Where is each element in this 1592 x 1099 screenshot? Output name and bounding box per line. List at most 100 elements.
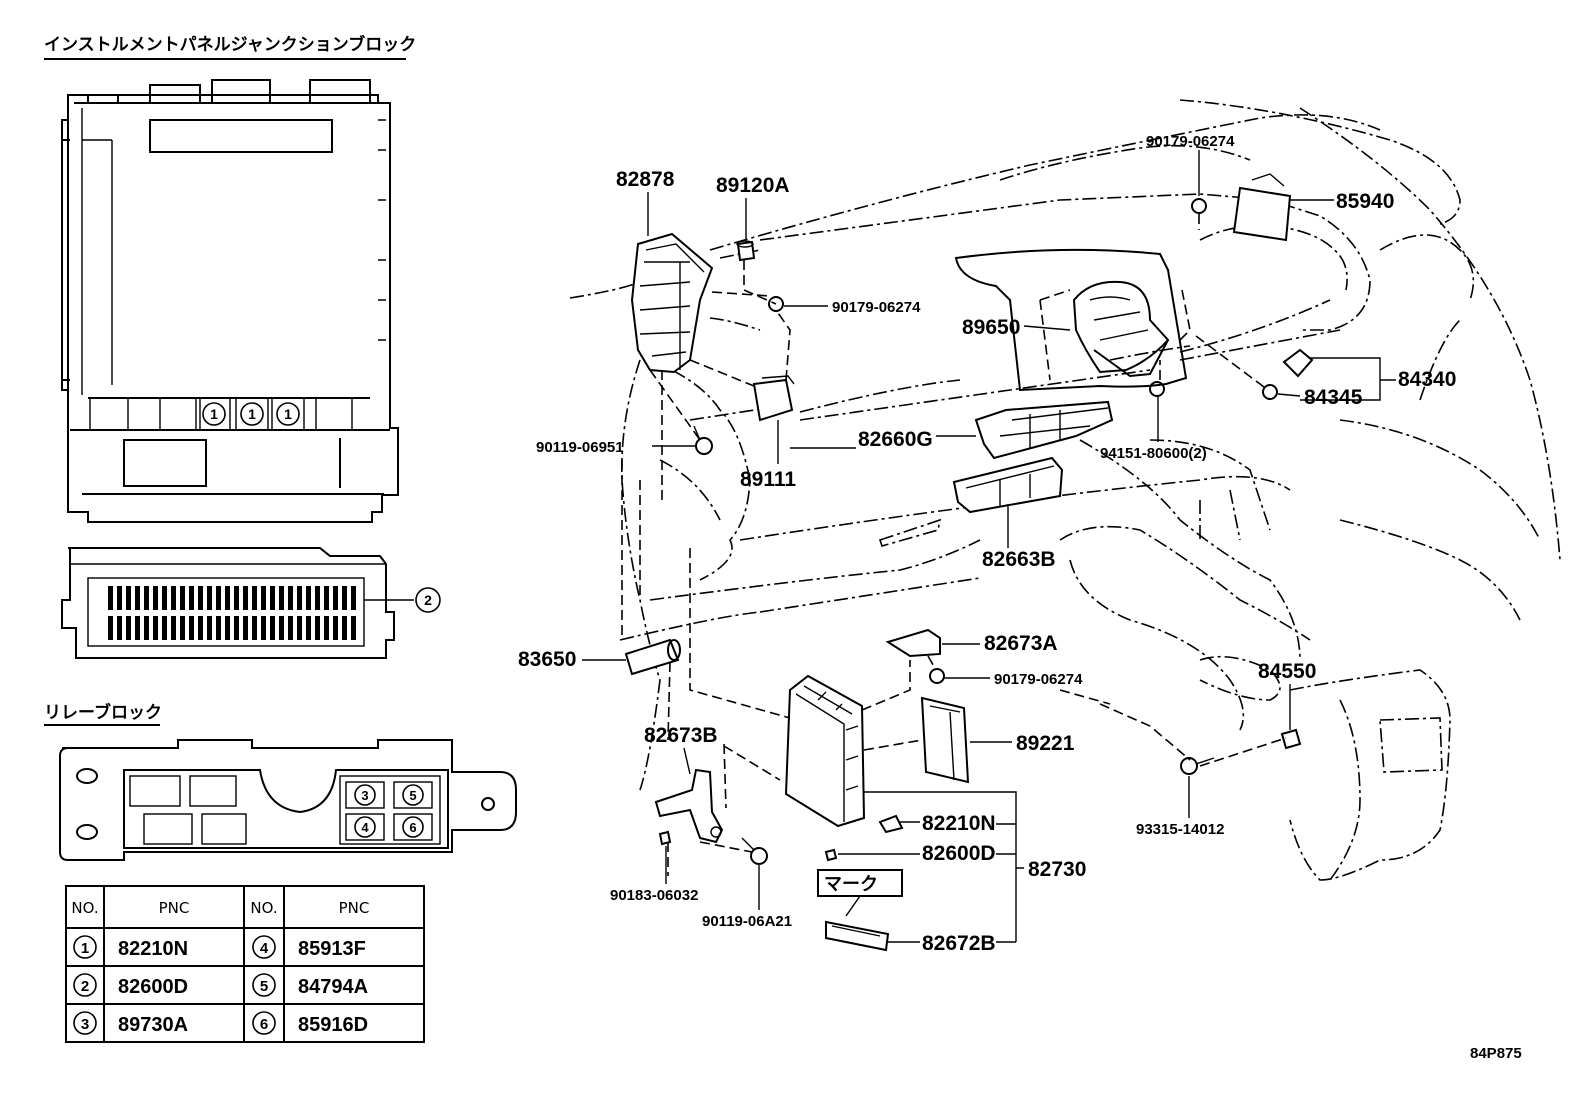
connector-pin [162, 616, 167, 640]
nut-94151 [1149, 381, 1165, 397]
figure-code: 84P875 [1470, 1045, 1522, 1062]
bracket-82878 [630, 232, 714, 374]
connector-pin [234, 586, 239, 610]
marker-2: 2 [424, 592, 432, 608]
connector-pin [315, 616, 320, 640]
marker-3: 3 [361, 788, 368, 803]
connector-pin [135, 616, 140, 640]
connector-pin [144, 616, 149, 640]
connector-pin [297, 586, 302, 610]
label-82210N: 82210N [922, 812, 996, 835]
connector-pin [297, 616, 302, 640]
connector-pin [243, 616, 248, 640]
connector-pin [225, 586, 230, 610]
assembly-lines [621, 214, 1287, 876]
marker-1c: 1 [284, 406, 292, 422]
connector-pin [351, 616, 356, 640]
label-82673A: 82673A [984, 632, 1058, 655]
table-header-no-left: NO. [71, 899, 98, 917]
label-mark: マーク [824, 874, 878, 895]
clip-89120A [736, 240, 756, 262]
relay-82210N [878, 814, 904, 834]
fuse-82600D [824, 848, 838, 862]
connector-pin [216, 586, 221, 610]
label-90179-low: 90179-06274 [994, 671, 1083, 688]
module-85940 [1232, 173, 1292, 242]
connector-pin [171, 586, 176, 610]
part-labels: 82878 89120A 90179-06274 85940 90179-062… [518, 133, 1522, 1062]
label-94151: 94151-80600(2) [1100, 445, 1207, 462]
junction-block-title: インストルメントパネルジャンクションブロック [44, 34, 416, 55]
connector-pin [306, 616, 311, 640]
connector-pin [342, 586, 347, 610]
label-82672B: 82672B [922, 932, 996, 955]
relay-block-drawing: 3 5 4 6 [59, 739, 517, 861]
table-row-1-no-right: 4 [260, 940, 269, 957]
connector-pin [207, 616, 212, 640]
display-panel [954, 248, 1188, 392]
table-row-2-no-left: 2 [81, 978, 89, 995]
connector-pin [243, 586, 248, 610]
table-row-3-pnc-right: 85916D [298, 1014, 368, 1036]
connector-pin [270, 586, 275, 610]
relay-block-title: リレーブロック [44, 702, 162, 723]
connector-pin [252, 616, 257, 640]
connector-pin [324, 616, 329, 640]
module-89221 [920, 696, 970, 784]
nut-90179-top [1191, 198, 1207, 214]
connector-pin [180, 586, 185, 610]
connector-pin [117, 616, 122, 640]
connector-pin [207, 586, 212, 610]
label-82730: 82730 [1028, 858, 1086, 881]
label-82600D: 82600D [922, 842, 996, 865]
label-90119-06951: 90119-06951 [536, 439, 624, 456]
connector-pin [126, 616, 131, 640]
connector-pin [144, 586, 149, 610]
label-83650: 83650 [518, 648, 576, 671]
label-89120A: 89120A [716, 174, 790, 197]
clip-82673A [885, 628, 941, 658]
table-row-3-no-left: 3 [81, 1016, 89, 1033]
label-90119-06A21: 90119-06A21 [702, 913, 792, 930]
label-82660G: 82660G [858, 428, 933, 451]
table-row-1-pnc-right: 85913F [298, 938, 366, 960]
table-row-1-no-left: 1 [81, 940, 89, 957]
connector-pin [153, 586, 158, 610]
label-84550: 84550 [1258, 660, 1316, 683]
label-82673B: 82673B [644, 724, 718, 747]
label-90179-mid: 90179-06274 [832, 299, 921, 316]
sensor-84340 [1262, 348, 1314, 400]
connector-pin [324, 586, 329, 610]
connector-pin [306, 586, 311, 610]
table-header-pnc-left: PNC [159, 899, 190, 917]
marker-6: 6 [409, 820, 416, 835]
connector-pin [108, 616, 113, 640]
table-header-pnc-right: PNC [339, 899, 370, 917]
connector-pin [351, 586, 356, 610]
connector-pin [234, 616, 239, 640]
ecu-82730 [784, 674, 866, 828]
module-89111 [752, 375, 795, 422]
label-89221: 89221 [1016, 732, 1075, 755]
marker-1a: 1 [210, 406, 218, 422]
pnc-table: NO. PNC NO. PNC 1 82210N 4 85913F 2 8260… [65, 885, 425, 1043]
connector-pin [108, 586, 113, 610]
bolt-90119-06951 [693, 425, 713, 455]
connector-pin [198, 616, 203, 640]
connector-pin [315, 586, 320, 610]
table-row-3-pnc-left: 89730A [118, 1014, 188, 1036]
connector-pin [270, 616, 275, 640]
clip-90183 [658, 830, 672, 846]
label-90179-top: 90179-06274 [1146, 133, 1235, 150]
connector-pin [261, 616, 266, 640]
label-82663B: 82663B [982, 548, 1056, 571]
connector-pin [126, 586, 131, 610]
bolt-93315 [1180, 757, 1215, 775]
connector-pin [288, 586, 293, 610]
marker-5: 5 [409, 788, 416, 803]
leader-lines [582, 150, 1396, 943]
tube-83650 [624, 638, 681, 676]
label-90183: 90183-06032 [610, 887, 698, 904]
label-89111: 89111 [740, 468, 796, 491]
